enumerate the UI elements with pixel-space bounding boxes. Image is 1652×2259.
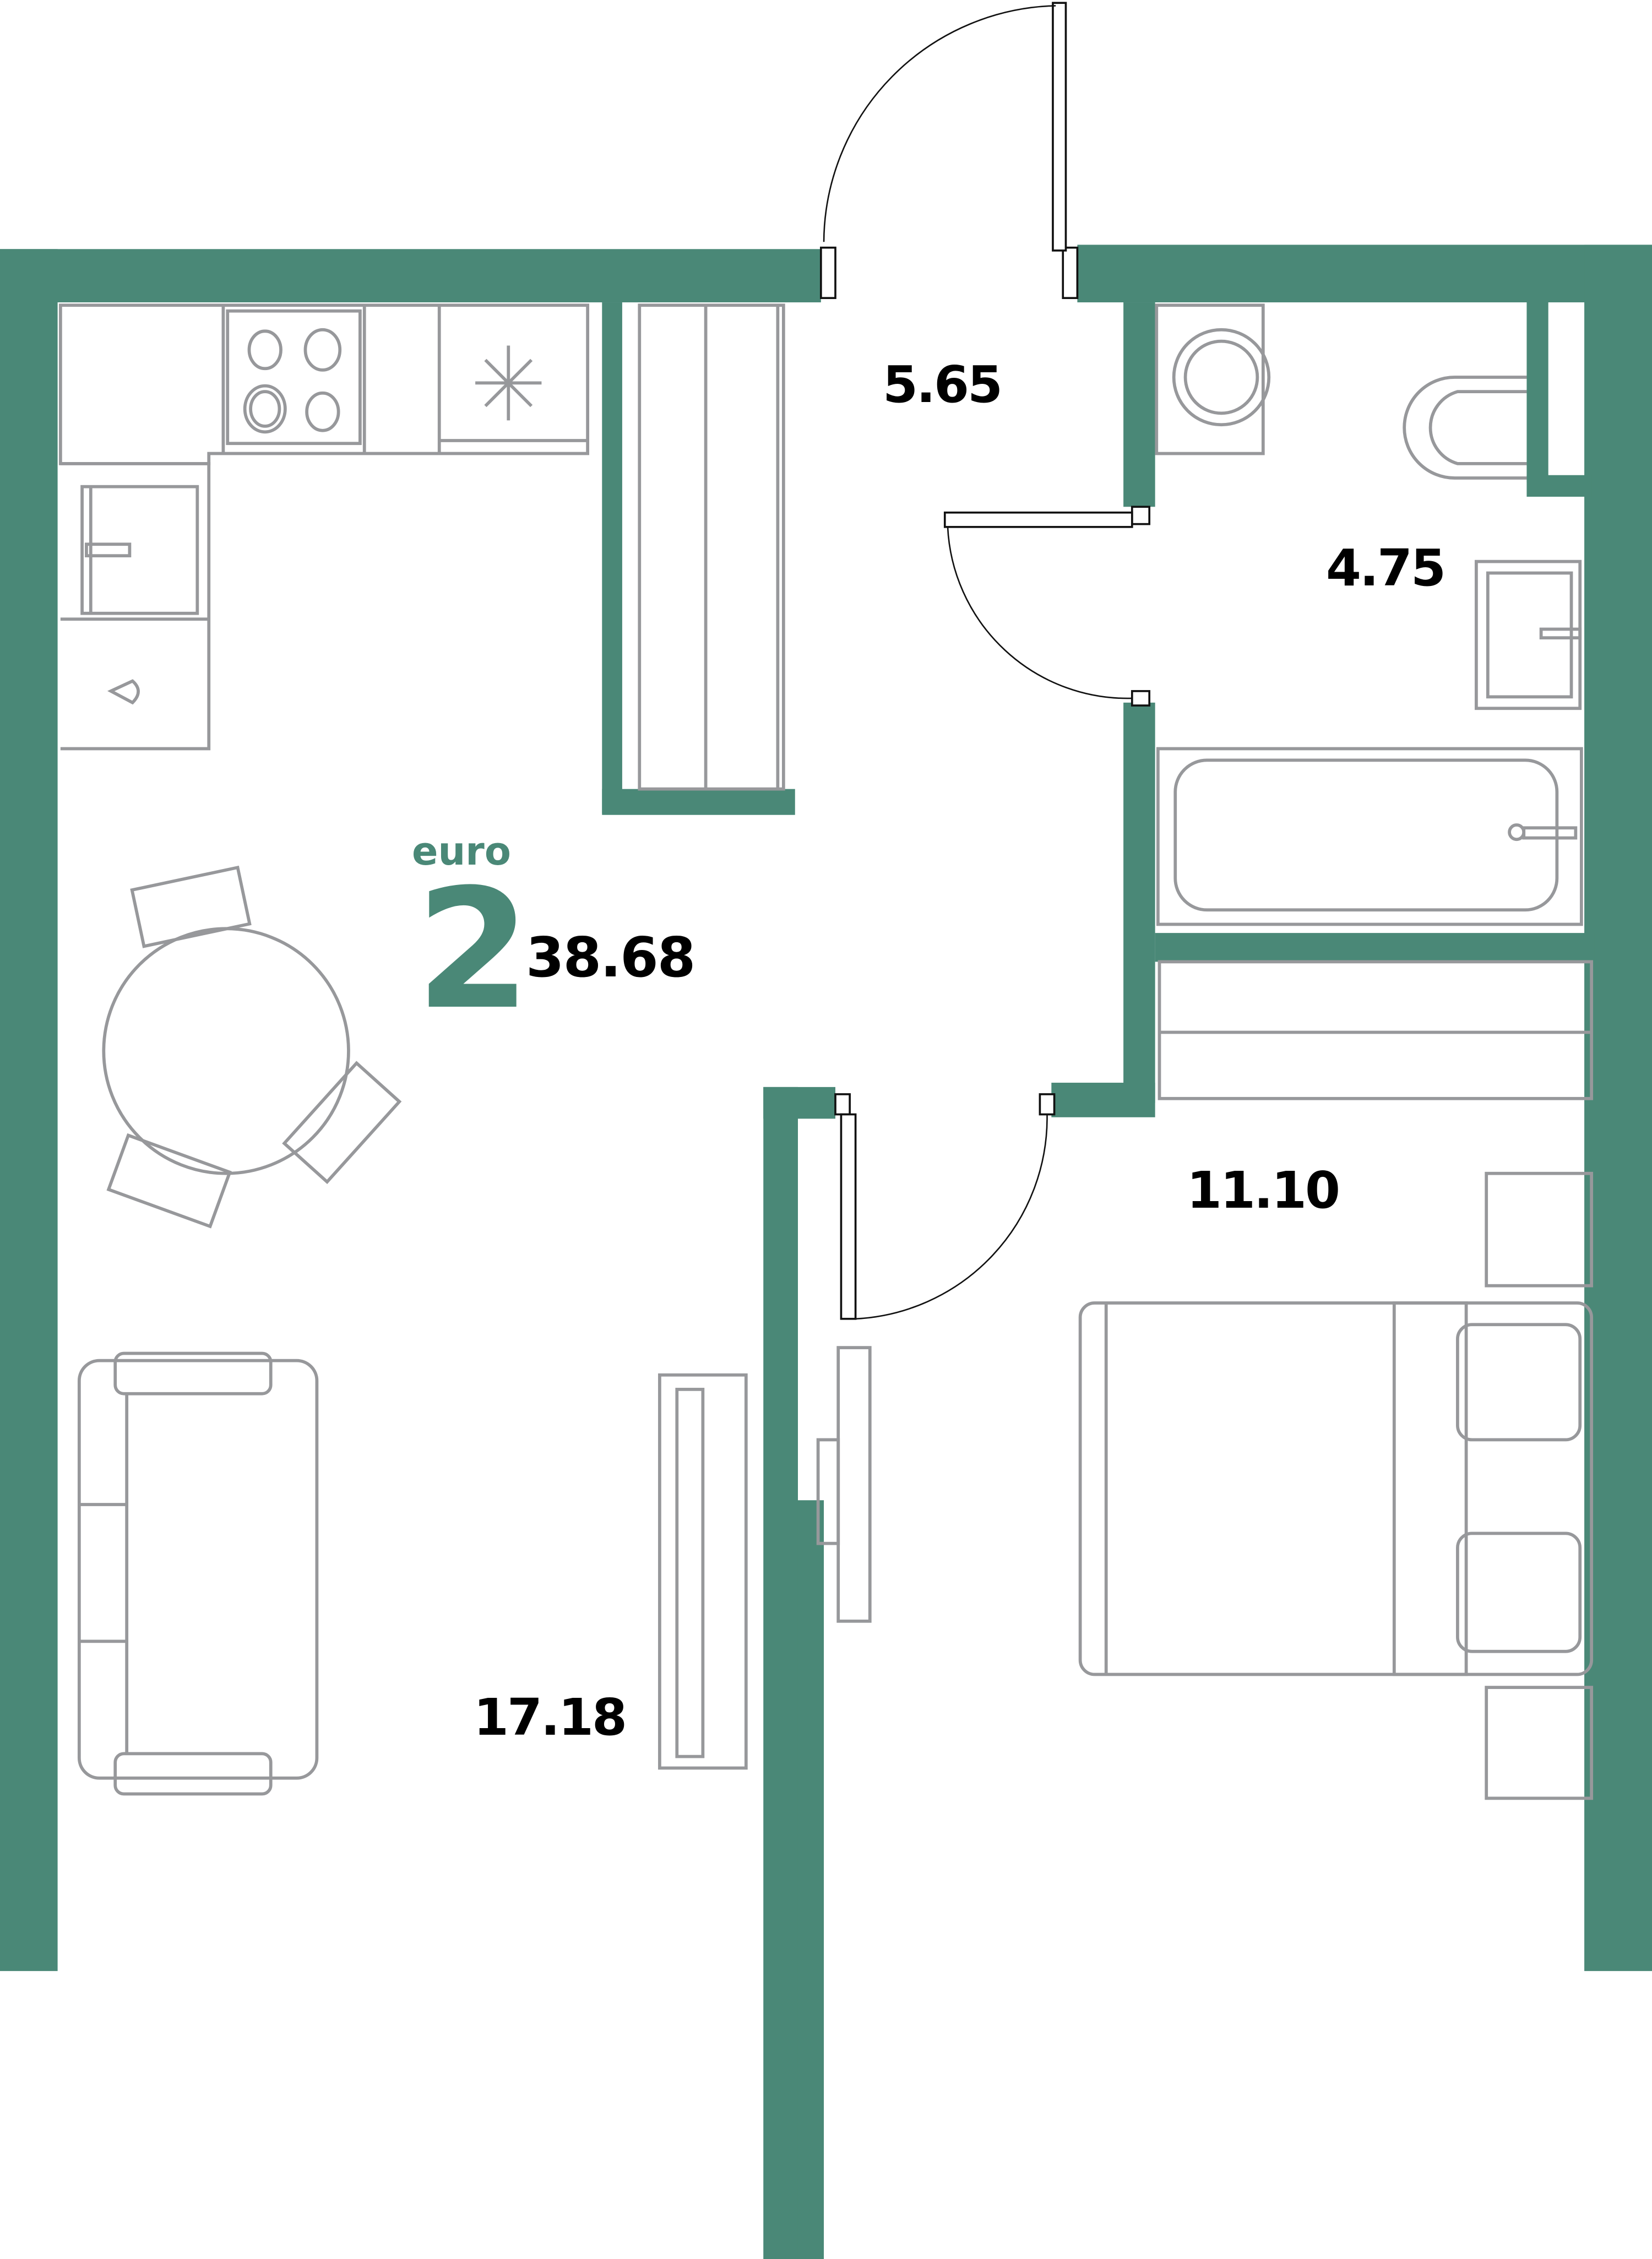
sofa xyxy=(77,1351,319,1796)
entrance-door xyxy=(820,2,1079,300)
area-label-bathroom: 4.75 xyxy=(1326,539,1446,598)
sink-icon xyxy=(80,485,199,615)
snowflake-icon xyxy=(475,345,542,421)
wardrobe-bedroom xyxy=(1158,960,1594,1100)
tv-bedroom xyxy=(816,1346,872,1623)
walls xyxy=(0,245,1652,2259)
area-label-kitchen-living: 17.18 xyxy=(474,1688,627,1747)
kitchen-set xyxy=(58,303,590,751)
toilet-icon xyxy=(1403,376,1527,480)
washing-machine-icon xyxy=(1155,303,1271,455)
bathroom-sink-icon xyxy=(1475,560,1582,710)
plan-series-label: euro xyxy=(412,829,511,874)
bedroom-door xyxy=(834,1093,1056,1320)
bathroom-door xyxy=(943,506,1151,707)
bed xyxy=(1078,1301,1594,1676)
nightstands xyxy=(1485,1171,1594,1800)
rooms-count: 2 xyxy=(416,854,531,1046)
area-label-bedroom: 11.10 xyxy=(1187,1161,1340,1220)
wardrobe-hallway xyxy=(638,303,785,791)
bathtub-icon xyxy=(1156,747,1583,926)
tv-stand-living xyxy=(658,1373,748,1770)
stove-icon xyxy=(226,309,362,446)
total-area: 38.68 xyxy=(526,925,695,990)
area-label-hallway: 5.65 xyxy=(883,355,1003,414)
dining-table xyxy=(102,865,402,1229)
